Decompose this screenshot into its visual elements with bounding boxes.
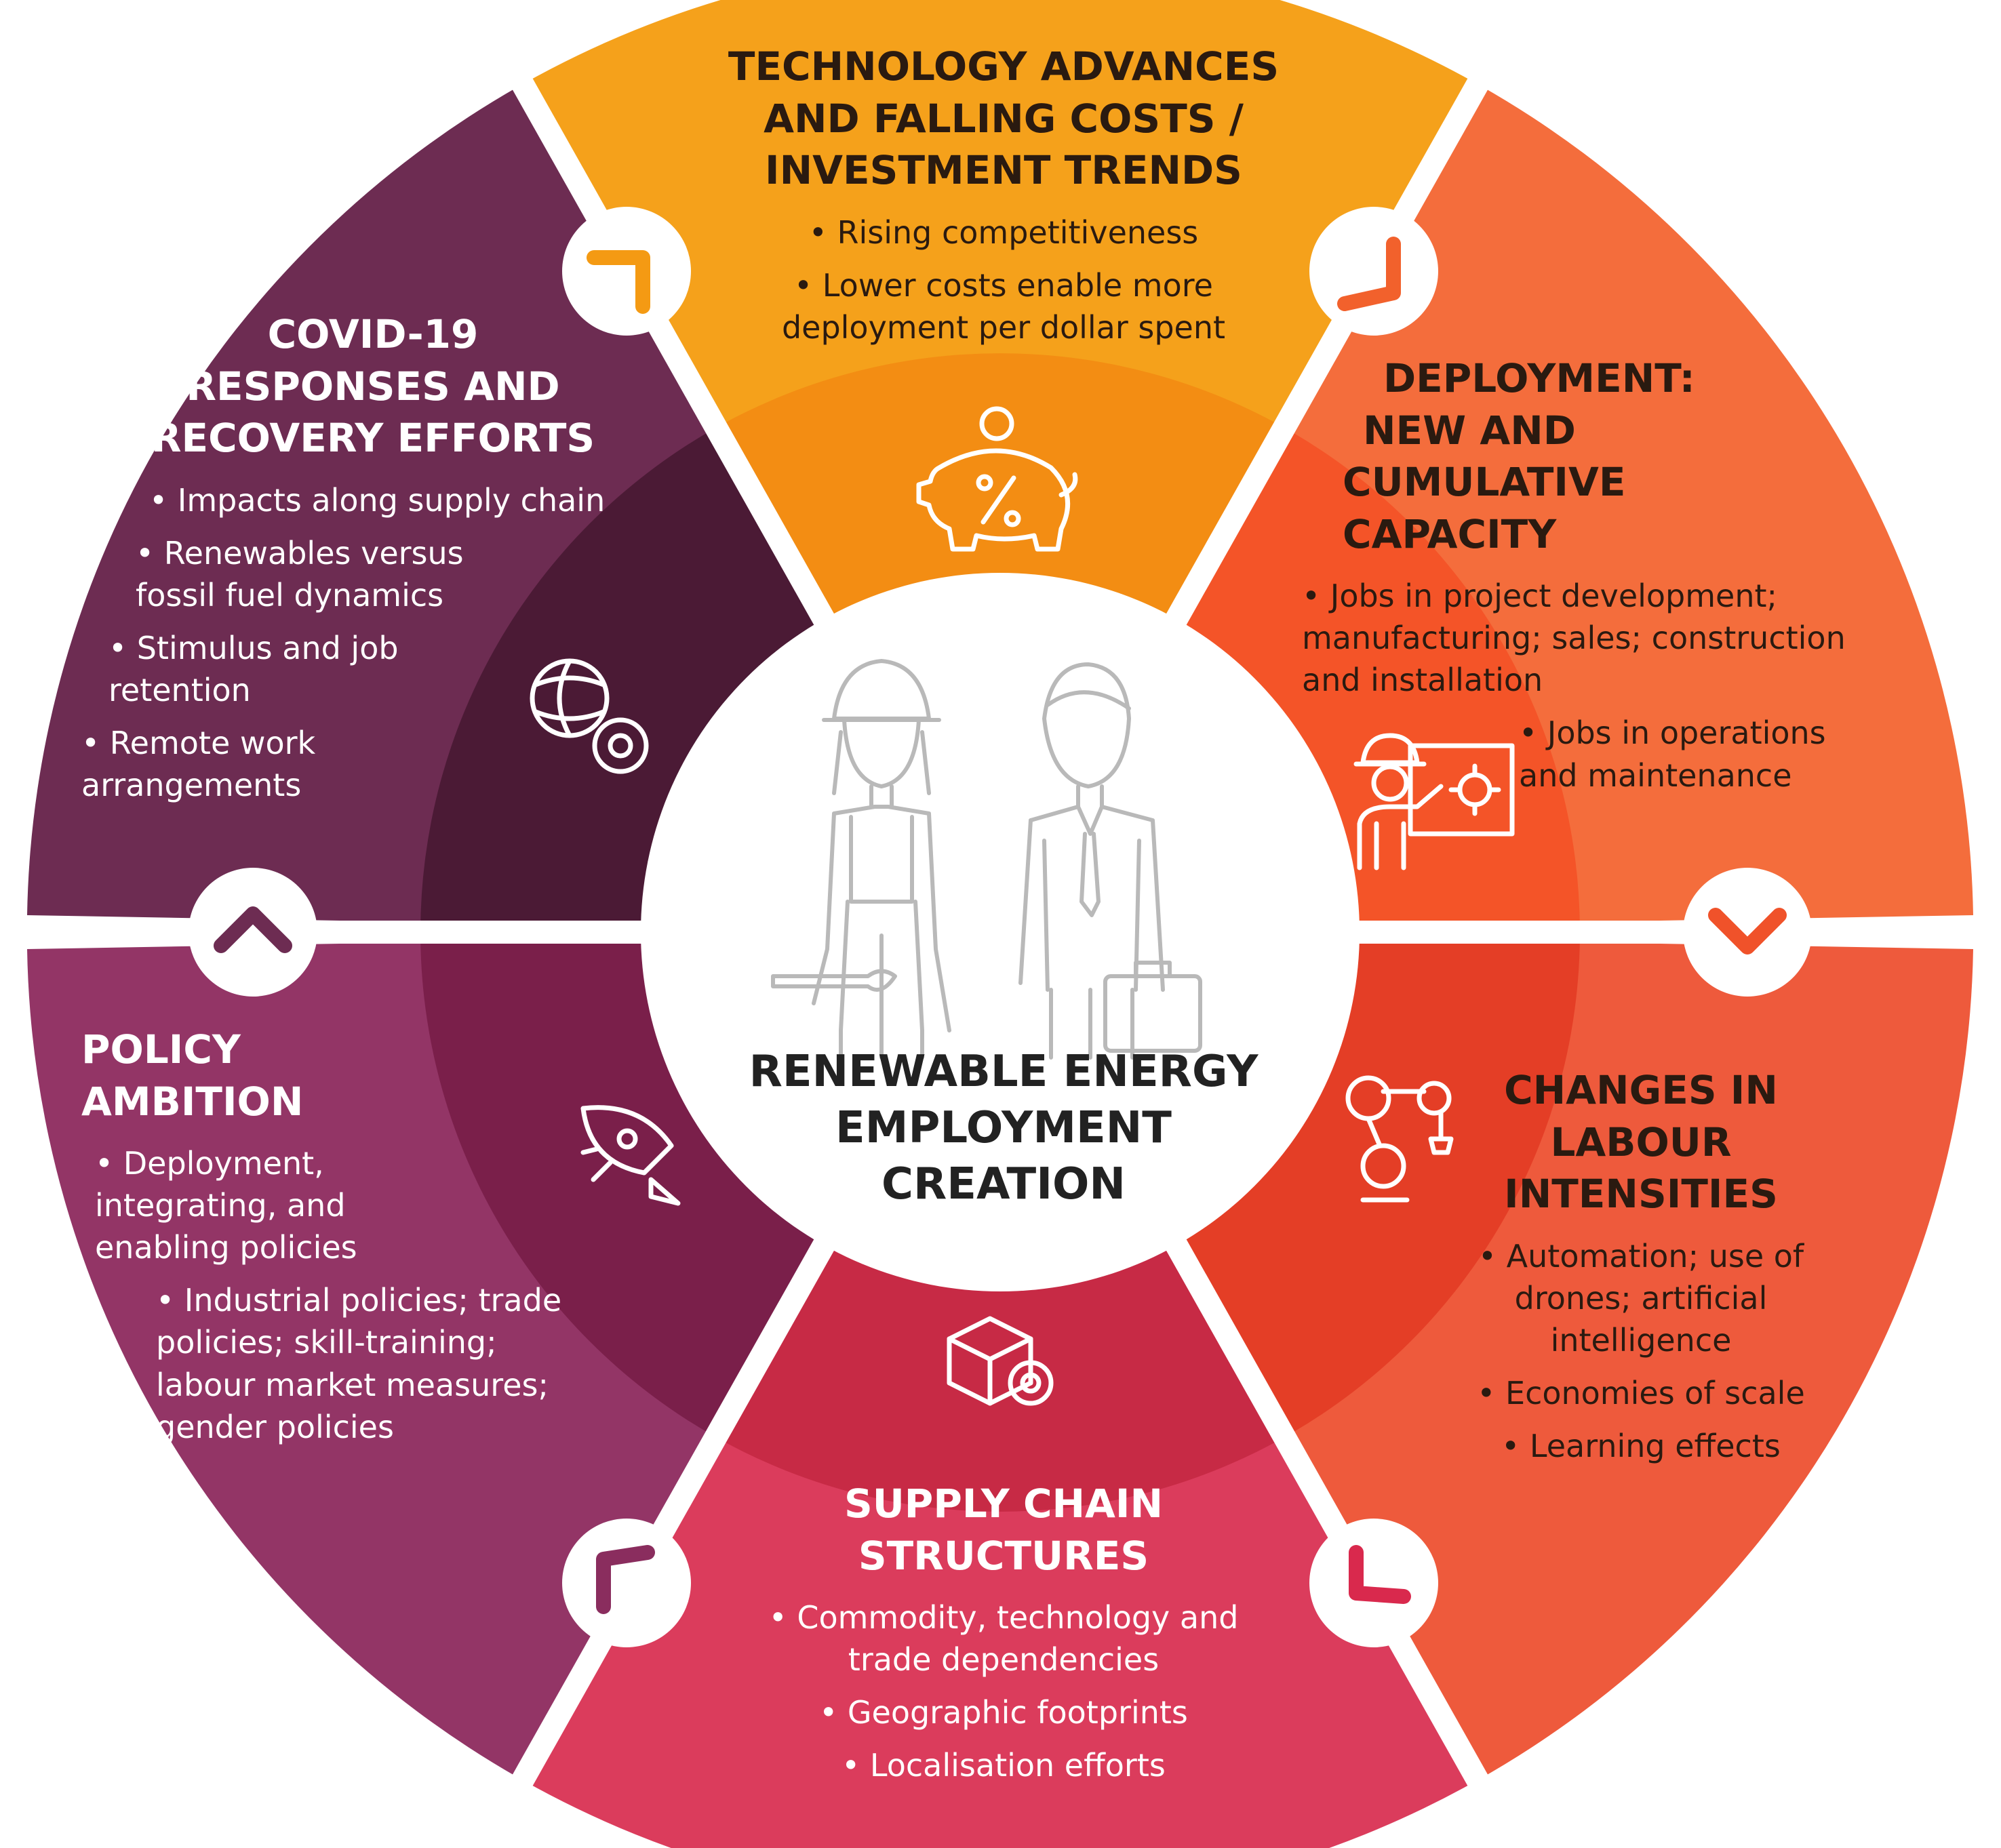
bullet-item: Remote work arrangements — [81, 722, 407, 806]
rocket-icon — [580, 1105, 681, 1206]
title-line: INTENSITIES — [1504, 1171, 1778, 1218]
bullet-item: Economies of scale — [1458, 1372, 1824, 1414]
bullet-item: Stimulus and job retention — [81, 627, 461, 711]
bullet-item: Lower costs enable more deployment per d… — [746, 264, 1261, 348]
policy-title: POLICY AMBITION — [81, 1024, 597, 1127]
title-line: DEPLOYMENT: — [1383, 355, 1695, 401]
deployment-title: DEPLOYMENT: NEW AND CUMULATIVE CAPACITY — [1302, 353, 1885, 560]
bullet-item: Impacts along supply chain — [81, 479, 651, 521]
supply-title: SUPPLY CHAIN STRUCTURES — [678, 1478, 1329, 1582]
chevron-icon — [1337, 237, 1401, 311]
title-line: AMBITION — [81, 1078, 304, 1125]
title-line: POLICY — [81, 1026, 241, 1072]
worker-presentation-gear-icon — [1353, 733, 1515, 870]
bullet-item: Jobs in project development; manufacturi… — [1302, 575, 1858, 701]
title-line: CAPACITY — [1343, 510, 1557, 557]
workers-illustration-icon — [771, 659, 1202, 1060]
bullet-item: Renewables versus fossil fuel dynamics — [81, 532, 488, 616]
bullet-item: Rising competitiveness — [746, 212, 1261, 254]
title-line: SUPPLY CHAIN — [844, 1481, 1164, 1527]
chevron-icon — [587, 250, 650, 314]
supply-block: SUPPLY CHAIN STRUCTURES Commodity, techn… — [678, 1478, 1329, 1797]
center-title-line: EMPLOYMENT — [835, 1103, 1172, 1154]
covid-title: COVID-19 RESPONSES AND RECOVERY EFFORTS — [81, 308, 665, 464]
robot-arm-icon — [1345, 1075, 1454, 1203]
title-line: TECHNOLOGY ADVANCES — [728, 43, 1280, 89]
title-line: STRUCTURES — [858, 1532, 1149, 1579]
center-title: RENEWABLE ENERGY EMPLOYMENT CREATION — [698, 1044, 1309, 1213]
globe-gear-icon — [530, 658, 649, 774]
title-line: CUMULATIVE — [1343, 459, 1626, 506]
chevron-up-icon — [214, 906, 292, 953]
center-title-line: RENEWABLE ENERGY — [749, 1047, 1259, 1097]
bullet-item: Deployment, integrating, and enabling po… — [81, 1142, 475, 1268]
title-line: LABOUR — [1550, 1119, 1732, 1165]
deployment-block: DEPLOYMENT: NEW AND CUMULATIVE CAPACITY … — [1302, 353, 1885, 807]
piggy-bank-percent-icon — [916, 406, 1078, 552]
title-line: RESPONSES AND — [186, 363, 560, 409]
title-line: CHANGES IN — [1504, 1067, 1778, 1113]
bullet-item: Geographic footprints — [746, 1691, 1261, 1733]
technology-block: TECHNOLOGY ADVANCES AND FALLING COSTS / … — [678, 41, 1329, 359]
bullet-item: Automation; use of drones; artificial in… — [1458, 1235, 1824, 1361]
box-gear-icon — [947, 1316, 1054, 1406]
title-line: NEW AND — [1363, 407, 1576, 454]
bullet-item: Jobs in operations and maintenance — [1519, 712, 1844, 796]
bullet-item: Commodity, technology and trade dependen… — [746, 1596, 1261, 1681]
title-line: INVESTMENT TRENDS — [765, 147, 1242, 194]
bullet-item: Learning effects — [1458, 1425, 1824, 1467]
policy-block: POLICY AMBITION Deployment, integrating,… — [81, 1024, 597, 1459]
title-line: RECOVERY EFFORTS — [151, 415, 595, 462]
bullet-item: Industrial policies; trade policies; ski… — [81, 1279, 563, 1447]
chevron-down-icon — [1708, 908, 1787, 955]
center-title-line: CREATION — [881, 1159, 1126, 1210]
labour-title: CHANGES IN LABOUR INTENSITIES — [1397, 1064, 1885, 1220]
bullet-item: Localisation efforts — [746, 1744, 1261, 1786]
title-line: COVID-19 — [267, 311, 479, 357]
center-circle — [641, 573, 1360, 1291]
technology-title: TECHNOLOGY ADVANCES AND FALLING COSTS / … — [678, 41, 1329, 197]
title-line: AND FALLING COSTS / — [764, 95, 1244, 142]
labour-block: CHANGES IN LABOUR INTENSITIES Automation… — [1397, 1064, 1885, 1478]
chevron-icon — [1349, 1545, 1411, 1604]
chevron-icon — [596, 1545, 655, 1614]
covid-block: COVID-19 RESPONSES AND RECOVERY EFFORTS … — [81, 308, 665, 817]
